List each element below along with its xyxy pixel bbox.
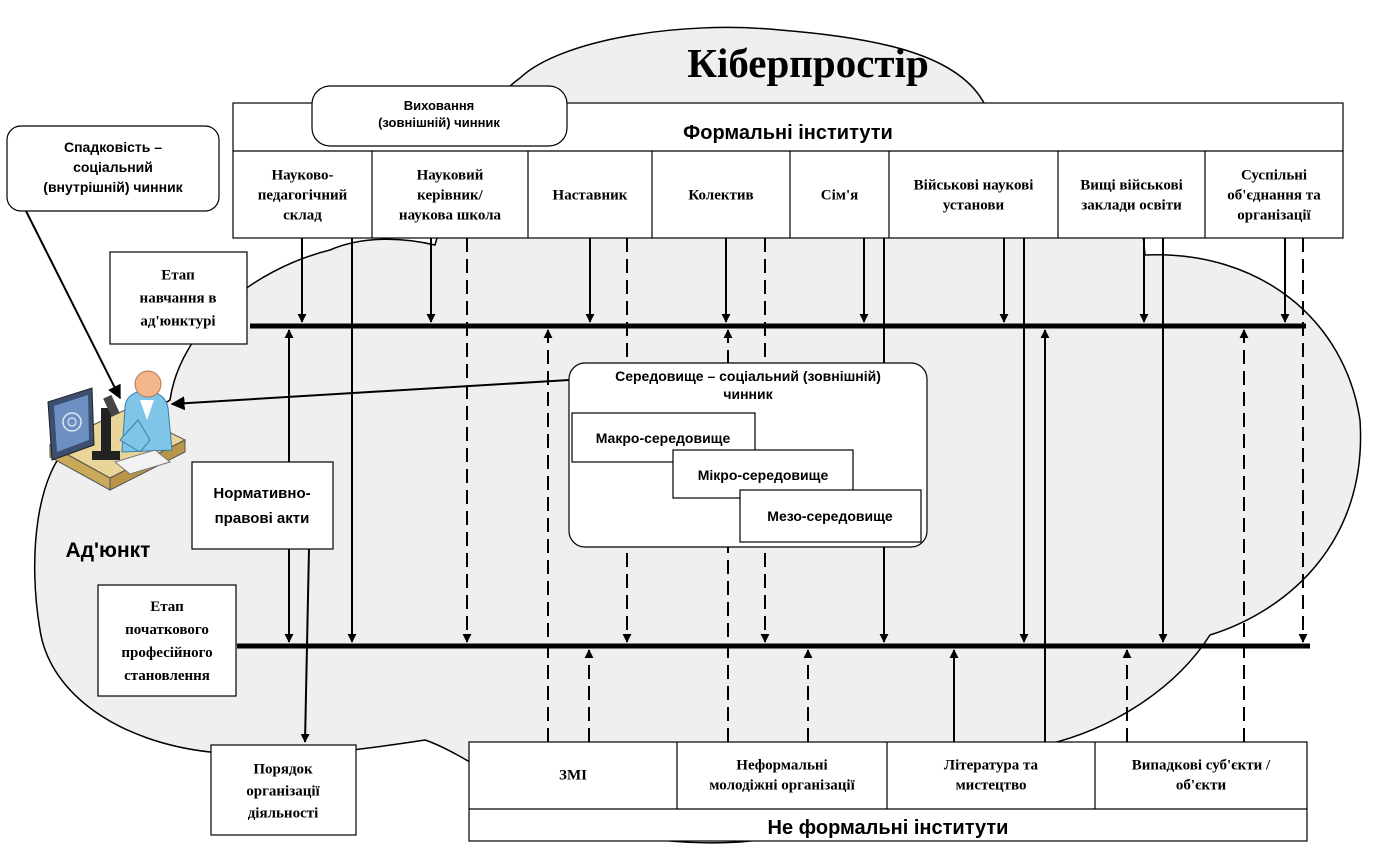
macro-environment-label: Макро-середовище [596, 430, 731, 446]
micro-environment-label: Мікро-середовище [698, 467, 829, 483]
informal-institution-cell: ЗМІ [559, 767, 587, 783]
informal-institution-label: об'єкти [1176, 777, 1227, 793]
informal-institutions-header: Не формальні інститути [768, 817, 1009, 839]
formal-institution-label: Військові наукові [914, 177, 1034, 193]
informal-institution-cell: Випадкові суб'єкти / об'єкти [1132, 757, 1271, 793]
stage-professional-label: Етап [150, 599, 184, 615]
procedure-label: діяльності [248, 805, 319, 821]
cyberspace-title: Кіберпростір [687, 40, 929, 86]
formal-institution-cell: Науково-педагогічний склад [258, 167, 348, 223]
upbringing-label: (зовнішній) чинник [378, 115, 500, 130]
informal-institution-label: Неформальні [736, 757, 827, 773]
document-icon [113, 449, 172, 475]
informal-institution-label: Випадкові суб'єкти / [1132, 757, 1271, 773]
procedure-label: організації [246, 783, 320, 799]
meso-environment-label: Мезо-середовище [767, 508, 893, 524]
stage-training-label: Етап [161, 267, 195, 283]
stage-professional-label: початкового [125, 622, 209, 638]
informal-institution-label: ЗМІ [559, 767, 587, 783]
formal-institution-cell: Суспільні об'єднання та організації [1227, 167, 1321, 223]
formal-institution-label: Наставник [553, 187, 628, 203]
formal-institutions-header: Формальні інститути [683, 122, 893, 144]
formal-institution-cell: Наставник [553, 187, 628, 203]
heredity-label: Спадковість – [64, 139, 162, 155]
procedure-label: Порядок [253, 761, 313, 777]
meso-environment-box: Мезо-середовище [739, 489, 922, 543]
solid-arrow [25, 210, 121, 400]
formal-institution-label: Науково- [272, 167, 334, 183]
normative-label: Нормативно- [213, 485, 310, 502]
formal-institution-label: наукова школа [399, 207, 502, 223]
formal-institution-label: Колектив [688, 187, 753, 203]
formal-institution-cell: Колектив [688, 187, 753, 203]
flow-arrows [25, 210, 1308, 743]
environment-title: Середовище – соціальний (зовнішній) [615, 368, 881, 384]
stage-professional-label: становлення [124, 668, 210, 684]
formal-institution-cell: Вищі військові заклади освіти [1080, 177, 1183, 213]
stage-training-label: навчання в [140, 290, 217, 306]
normative-label: правові акти [215, 510, 310, 527]
stage-training-box: Етап навчання в ад'юнктурі [109, 251, 248, 345]
formal-institution-cell: Сім'я [821, 187, 859, 203]
stage-professional-label: професійного [121, 645, 212, 661]
formal-institution-label: Суспільні [1241, 167, 1307, 183]
formal-institution-label: керівник/ [417, 187, 483, 203]
procedure-box: Порядок організації діяльності [210, 744, 357, 836]
heredity-callout: Спадковість – соціальний (внутрішній) чинн… [6, 125, 220, 212]
environment-title: чинник [723, 386, 773, 402]
informal-institution-label: Література та [944, 757, 1039, 773]
informal-institution-label: мистецтво [955, 777, 1026, 793]
monitor-icon [47, 387, 95, 461]
formal-institution-cell: Військові наукові установи [914, 177, 1034, 213]
heredity-label: (внутрішній) чинник [43, 179, 183, 195]
stage-professional-box: Етап початкового професійного становлення [97, 584, 237, 697]
formal-institution-label: Науковий [417, 167, 484, 183]
solid-arrow [170, 379, 570, 411]
environment-box: Середовище – соціальний (зовнішній) чинни… [568, 362, 928, 548]
formal-institution-cell: Науковий керівник/наукова школа [399, 167, 502, 223]
formal-institution-label: установи [943, 197, 1005, 213]
formal-institution-label: педагогічний [258, 187, 348, 203]
microscope-icon [92, 394, 120, 460]
stage-training-label: ад'юнктурі [140, 313, 215, 329]
formal-institution-label: заклади освіти [1081, 197, 1182, 213]
formal-institution-label: склад [283, 207, 322, 223]
informal-institution-label: молодіжні організації [709, 777, 855, 793]
upbringing-callout: Виховання (зовнішній) чинник [311, 85, 568, 147]
heredity-label: соціальний [73, 159, 153, 175]
adjunct-figure [47, 370, 187, 491]
informal-institutions-table: ЗМІ Неформальні молодіжні організації Літер… [468, 741, 1308, 842]
informal-institution-cell: Неформальні молодіжні організації [709, 757, 855, 793]
formal-institution-label: об'єднання та [1227, 187, 1321, 203]
adjunct-label: Ад'юнкт [66, 539, 151, 562]
upbringing-label: Виховання [404, 98, 475, 113]
normative-acts-box: Нормативно-правові акти [191, 461, 334, 550]
informal-institution-cell: Література та мистецтво [944, 757, 1039, 793]
formal-institution-label: організації [1237, 207, 1311, 223]
formal-institution-label: Вищі військові [1080, 177, 1183, 193]
person-icon [119, 370, 173, 453]
formal-institution-label: Сім'я [821, 187, 859, 203]
